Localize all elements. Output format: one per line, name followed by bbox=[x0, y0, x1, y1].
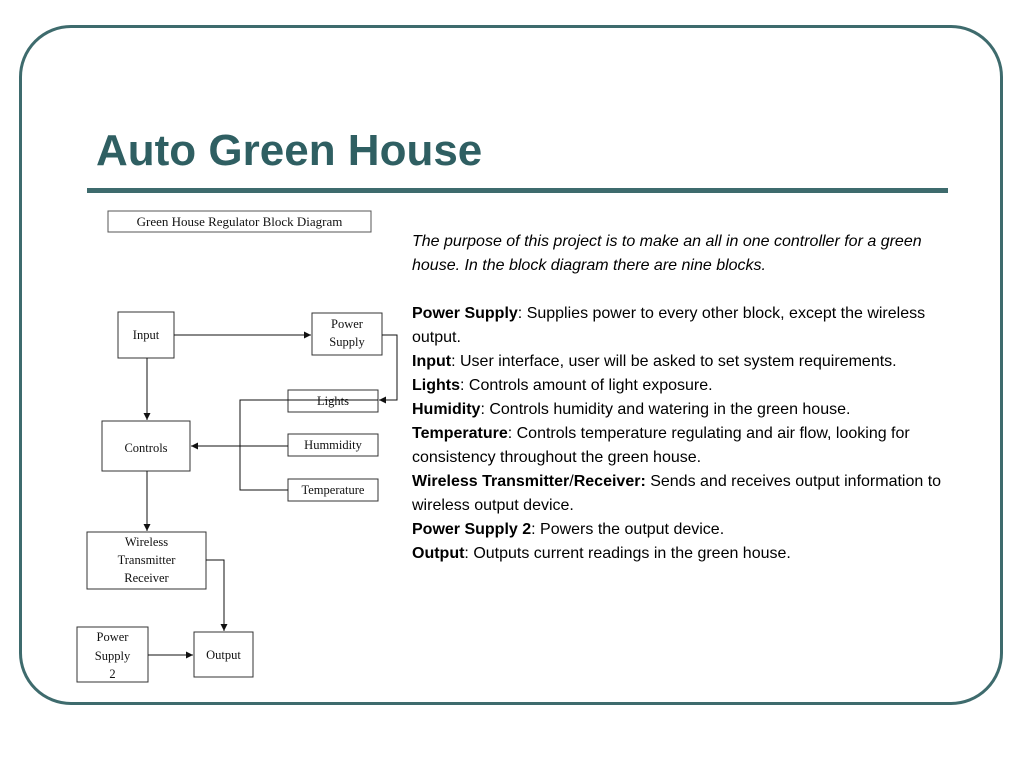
definition: consistency throughout the green house. bbox=[412, 449, 702, 466]
block-power-supply-2-label-1: Power bbox=[97, 630, 130, 644]
block-power-supply-2: Power Supply 2 bbox=[76, 626, 149, 683]
block-wireless-label-3: Receiver bbox=[124, 571, 169, 585]
desc-input: Input: User interface, user will be aske… bbox=[412, 350, 972, 374]
block-output-label: Output bbox=[206, 648, 241, 662]
term: Power Supply bbox=[412, 305, 518, 322]
desc-power-supply-2: Power Supply 2: Powers the output device… bbox=[412, 518, 972, 542]
separator: : bbox=[517, 305, 527, 322]
desc-lights: Lights: Controls amount of light exposur… bbox=[412, 374, 972, 398]
desc-humidity: Humidity: Controls humidity and watering… bbox=[412, 398, 972, 422]
title-rule bbox=[87, 188, 948, 193]
block-temperature-label: Temperature bbox=[302, 483, 365, 497]
arrow-power-supply-to-lights bbox=[379, 334, 398, 404]
term: Lights bbox=[412, 377, 460, 394]
term-2: Receiver: bbox=[573, 473, 646, 490]
block-power-supply-2-label-3: 2 bbox=[109, 667, 115, 681]
definition: Controls temperature regulating and air … bbox=[516, 425, 910, 442]
block-wireless: Wireless Transmitter Receiver bbox=[86, 531, 207, 590]
block-lights: Lights bbox=[287, 389, 379, 413]
diagram-caption: Green House Regulator Block Diagram bbox=[137, 214, 343, 229]
separator: : bbox=[480, 401, 490, 418]
desc-wireless: Wireless Transmitter/Receiver: Sends and… bbox=[412, 470, 972, 518]
block-humidity: Hummidity bbox=[287, 433, 379, 457]
block-input: Input bbox=[117, 311, 175, 359]
desc-temperature: Temperature: Controls temperature regula… bbox=[412, 422, 972, 446]
slide-title: Auto Green House bbox=[96, 126, 483, 175]
block-controls: Controls bbox=[101, 420, 191, 472]
term: Wireless Transmitter bbox=[412, 473, 570, 490]
block-humidity-label: Hummidity bbox=[304, 438, 362, 452]
slide-frame bbox=[19, 25, 1003, 705]
block-diagram: Green House Regulator Block Diagram Inpu… bbox=[76, 210, 398, 683]
term: Temperature bbox=[412, 425, 508, 442]
arrow-wireless-to-output bbox=[206, 559, 228, 631]
description-panel: The purpose of this project is to make a… bbox=[412, 230, 972, 566]
block-power-supply: Power Supply bbox=[311, 312, 383, 356]
definition: Controls humidity and watering in the gr… bbox=[489, 401, 851, 418]
block-controls-label: Controls bbox=[124, 441, 167, 455]
definition: Sends and receives output information to… bbox=[412, 473, 942, 514]
block-lights-label: Lights bbox=[317, 394, 349, 408]
block-temperature: Temperature bbox=[287, 478, 379, 502]
block-output: Output bbox=[193, 631, 254, 678]
definition: Supplies power to every other block, exc… bbox=[412, 305, 926, 346]
separator: / bbox=[569, 473, 574, 490]
separator: : bbox=[464, 545, 474, 562]
definition: Controls amount of light exposure. bbox=[468, 377, 713, 394]
desc-output: Output: Outputs current readings in the … bbox=[412, 542, 972, 566]
term: Input bbox=[412, 353, 452, 370]
block-wireless-label-1: Wireless bbox=[125, 535, 168, 549]
block-power-supply-label-2: Supply bbox=[329, 335, 365, 349]
separator: : bbox=[460, 377, 469, 394]
definition: Outputs current readings in the green ho… bbox=[473, 545, 791, 562]
term: Humidity bbox=[412, 401, 481, 418]
intro-text: The purpose of this project is to make a… bbox=[412, 233, 922, 274]
block-input-label: Input bbox=[133, 328, 160, 342]
desc-temperature-continued: consistency throughout the green house. bbox=[412, 446, 972, 470]
block-power-supply-label-1: Power bbox=[331, 317, 364, 331]
separator: : bbox=[451, 353, 460, 370]
block-power-supply-2-label-2: Supply bbox=[95, 649, 131, 663]
diagram-caption-box: Green House Regulator Block Diagram bbox=[107, 210, 372, 233]
desc-power-supply: Power Supply: Supplies power to every ot… bbox=[412, 302, 972, 350]
definition: Powers the output device. bbox=[540, 521, 725, 538]
separator: : bbox=[531, 521, 541, 538]
separator: : bbox=[507, 425, 517, 442]
definition: User interface, user will be asked to se… bbox=[459, 353, 897, 370]
term: Power Supply 2 bbox=[412, 521, 532, 538]
connector-sensor-bus bbox=[239, 399, 378, 491]
block-wireless-label-2: Transmitter bbox=[118, 553, 177, 567]
term: Output bbox=[412, 545, 465, 562]
